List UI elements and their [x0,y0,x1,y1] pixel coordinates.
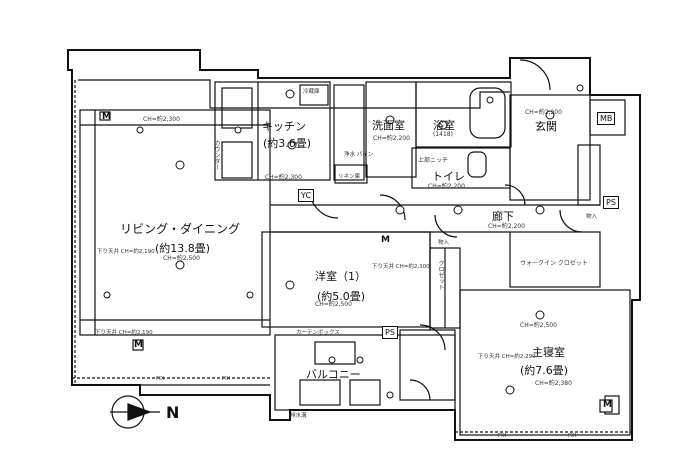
inner-outline [78,79,510,109]
storage-label-2: 物入 [586,214,598,220]
entrance-label: 玄関 [535,120,557,133]
western-room-ch: CH=約2,500 [315,301,352,308]
curtain-box-label: カーテンボックス [296,330,340,336]
living-ch-1: CH=約2,300 [143,116,180,123]
western-room-label: 洋室（1） [315,270,366,283]
kitchen-label: キッチン [262,120,306,133]
storage-label-1: 物入 [438,240,450,246]
living-ch-4: 下り天井 CH=約2,190 [95,330,153,336]
living-room-size: (約13.8畳) [155,242,211,255]
bath-size: (1418) [433,131,453,138]
entrance-area [509,94,591,201]
master-ch2: 下り天井 CH=約2,290 [478,354,536,360]
m-marker-1: M [102,112,111,122]
ps-marker-1: PS [603,196,619,209]
fix-marker-1: FIX [156,376,165,382]
toilet-label: トイレ [432,170,465,183]
balcony-label: バルコニー [306,368,361,381]
entrance-ch: CH=約2,200 [525,109,562,116]
fridge-label: 冷蔵庫 [303,89,320,95]
linen-label: リネン庫 [338,174,361,180]
western-closet-label: クロゼット [437,260,444,290]
living-ch-3: CH=約2,500 [163,255,200,262]
master-ch3: CH=約2,380 [535,380,572,387]
kitchen-ch: CH=約2,300 [265,174,302,181]
filter-label: 浄水 パイン [344,152,374,158]
north-indicator: N [166,403,180,422]
wic-area [509,231,601,288]
m-marker-4: M [603,400,612,410]
toilet-ch: CH=約2,200 [428,183,465,190]
balcony-drain-label: 排水溝 [290,413,307,419]
bath-label: 浴室 [433,119,455,132]
western-room-size: (約5.0畳) [317,290,366,303]
bath-area [415,81,512,148]
master-ch: CH=約2,500 [520,322,557,329]
hallway-label: 廊下 [492,210,514,223]
kitchen-area [214,81,331,181]
washroom-label: 洗面室 [372,119,405,132]
wic-label: ウォークイン クロゼット [520,260,588,267]
master-label: 主寝室 [532,346,565,359]
master-size: (約7.6畳) [520,364,569,377]
kitchen-size: (約3.6畳) [263,137,312,150]
western-room-ch2: 下り天井 CH=約2,300 [372,264,430,270]
mb-marker: MB [597,112,616,125]
balcony-area [274,334,456,411]
yc-marker: YC [298,189,315,202]
hallway-ch: CH=約2,200 [488,223,525,230]
m-marker-3: M [381,235,390,245]
counter-label: カウンター [213,140,220,170]
living-room-label: リビング・ダイニング [120,222,241,236]
washroom-ch: CH=約2,200 [373,135,410,142]
living-area [79,109,271,336]
fix-marker-2: FIX [222,376,231,382]
m-marker-2: M [134,340,143,350]
master-area [459,289,631,436]
toilet-niche-label: 上部ニッチ [418,157,449,164]
ps-marker-2: PS [382,326,398,339]
fix-marker-4: FIX [568,433,577,439]
fix-marker-3: FIX [498,433,507,439]
living-ch-2: 下り天井 CH=約2,190 [97,249,155,255]
